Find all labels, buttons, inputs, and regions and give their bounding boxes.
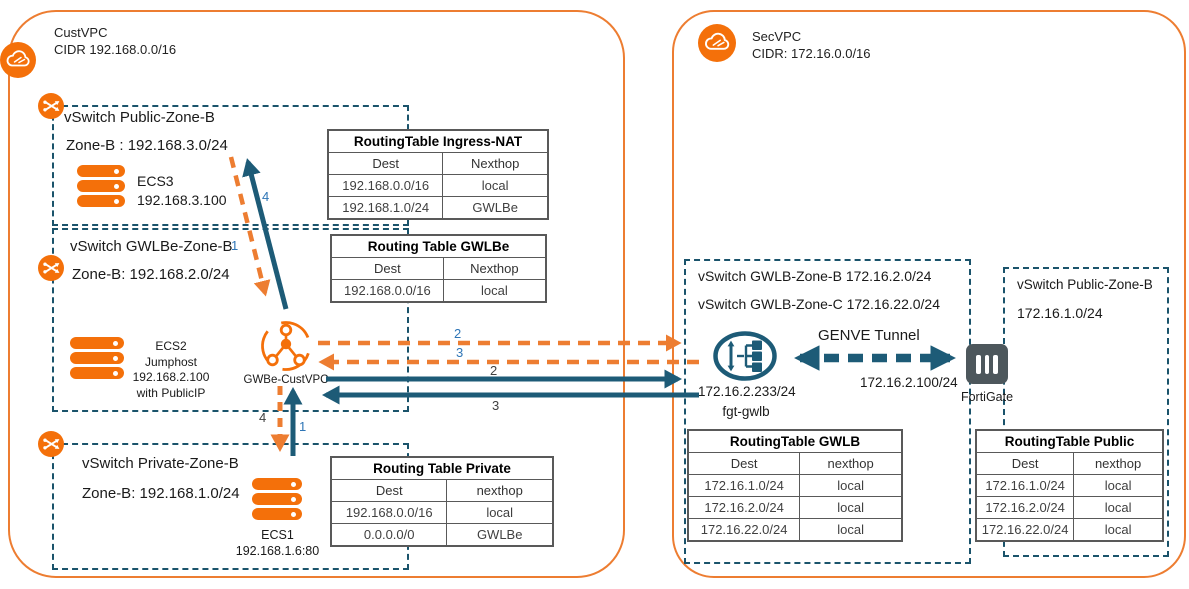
ecs2-labels: ECS2 Jumphost 192.168.2.100 with PublicI…	[126, 339, 216, 401]
table-title: RoutingTable Ingress-NAT	[329, 131, 547, 153]
table-col-header: Dest	[332, 258, 444, 279]
fortigate-label: FortiGate	[960, 390, 1014, 404]
vswitch-icon	[38, 255, 64, 281]
table-row: 172.16.22.0/24 local	[689, 519, 901, 540]
gwlb-endpoint-icon	[259, 320, 313, 379]
gwlb-endpoint-label: GWBe-CustVPC	[243, 374, 329, 386]
gwlb-zone-c-title: vSwitch GWLB-Zone-C 172.16.22.0/24	[698, 296, 941, 312]
vswitch-icon	[38, 431, 64, 457]
table-title: Routing Table Private	[332, 458, 552, 480]
ecs2-name: ECS2	[155, 339, 187, 353]
sec-public-zone-subnet: 172.16.1.0/24	[1017, 305, 1103, 321]
table-row: 192.168.0.0/16 local	[329, 175, 547, 197]
secvpc-title: SecVPC	[752, 29, 802, 44]
ecs1-ip: 192.168.1.6:80	[235, 544, 320, 558]
table-col-header: Dest	[332, 480, 448, 501]
flow-step-label: 3	[456, 345, 464, 360]
ecs3-name: ECS3	[137, 173, 174, 189]
table-col-header: Nexthop	[470, 156, 520, 171]
ecs2-ip: 192.168.2.100	[132, 370, 210, 384]
flow-step-label: 1	[299, 419, 307, 434]
routingtable-public: RoutingTable Public Dest nexthop 172.16.…	[975, 429, 1164, 542]
ecs3-ip: 192.168.3.100	[137, 192, 227, 208]
table-col-header: Dest	[689, 453, 801, 474]
genve-tunnel-label: GENVE Tunnel	[818, 327, 920, 344]
table-title: Routing Table GWLBe	[332, 236, 545, 258]
table-col-header: nexthop	[1094, 456, 1142, 471]
flow-step-label: 4	[262, 189, 270, 204]
table-row: 172.16.2.0/24 local	[977, 497, 1162, 519]
table-col-header: nexthop	[827, 456, 874, 471]
private-zone-title: vSwitch Private-Zone-B	[82, 455, 239, 472]
vswitch-gwlb-zone-box	[684, 259, 971, 564]
gwlb-zone-b-title: vSwitch GWLB-Zone-B 172.16.2.0/24	[698, 268, 932, 284]
secvpc-cloud-icon	[698, 24, 736, 67]
routingtable-private: Routing Table Private Dest nexthop 192.1…	[330, 456, 554, 547]
vswitch-public-zone-b-sec-box	[1003, 267, 1169, 557]
public-zone-subnet: Zone-B : 192.168.3.0/24	[66, 137, 228, 154]
routingtable-gwlbe: Routing Table GWLBe Dest Nexthop 192.168…	[330, 234, 547, 303]
private-zone-subnet: Zone-B: 192.168.1.0/24	[82, 485, 240, 502]
table-col-header: Dest	[329, 153, 444, 174]
secvpc-labels: SecVPC CIDR: 172.16.0.0/16	[752, 28, 871, 62]
ecs1-labels: ECS1 192.168.1.6:80	[230, 527, 325, 559]
custvpc-boundary	[8, 10, 625, 578]
table-row: 172.16.1.0/24 local	[977, 475, 1162, 497]
table-row: 172.16.1.0/24 local	[689, 475, 901, 497]
flow-step-label: 1	[231, 238, 239, 253]
ecs2-icon	[70, 337, 124, 379]
ecs1-icon	[252, 478, 302, 520]
ecs2-note: with PublicIP	[136, 385, 206, 400]
table-row: 172.16.2.0/24 local	[689, 497, 901, 519]
table-title: RoutingTable GWLB	[689, 431, 901, 453]
gwlb-name-label: fgt-gwlb	[722, 404, 770, 419]
fortigate-icon	[966, 344, 1008, 384]
gwlbe-zone-title: vSwitch GWLBe-Zone-B	[70, 238, 233, 255]
fortigate-ip-label: 172.16.2.100/24	[860, 375, 958, 390]
custvpc-title: CustVPC	[54, 25, 108, 40]
flow-step-label: 2	[490, 363, 498, 378]
flow-step-label: 3	[492, 398, 500, 413]
custvpc-cloud-icon	[0, 42, 36, 83]
table-row: 192.168.1.0/24 GWLBe	[329, 197, 547, 218]
table-col-header: Nexthop	[470, 261, 519, 276]
table-row: 192.168.0.0/16 local	[332, 502, 552, 524]
flow-step-label: 2	[454, 326, 462, 341]
public-zone-title: vSwitch Public-Zone-B	[64, 109, 215, 126]
sec-public-zone-title: vSwitch Public-Zone-B	[1017, 277, 1153, 292]
secvpc-boundary	[672, 10, 1186, 578]
gwlbe-zone-subnet: Zone-B: 192.168.2.0/24	[72, 266, 230, 283]
routingtable-ingress-nat: RoutingTable Ingress-NAT Dest Nexthop 19…	[327, 129, 549, 220]
flow-step-label: 4	[259, 410, 267, 425]
table-col-header: Dest	[977, 453, 1075, 474]
vswitch-icon	[38, 93, 64, 119]
routingtable-gwlb: RoutingTable GWLB Dest nexthop 172.16.1.…	[687, 429, 903, 542]
gwlb-ip-label: 172.16.2.233/24	[698, 384, 796, 399]
table-row: 172.16.22.0/24 local	[977, 519, 1162, 540]
table-row: 192.168.0.0/16 local	[332, 280, 545, 301]
ecs3-labels: ECS3 192.168.3.100	[137, 172, 227, 210]
gwlb-icon	[712, 330, 778, 387]
table-title: RoutingTable Public	[977, 431, 1162, 453]
ecs3-icon	[77, 165, 125, 207]
ecs1-name: ECS1	[261, 528, 294, 542]
ecs2-role: Jumphost	[144, 354, 198, 369]
secvpc-cidr: CIDR: 172.16.0.0/16	[752, 46, 871, 61]
custvpc-labels: CustVPC CIDR 192.168.0.0/16	[54, 24, 176, 58]
custvpc-cidr: CIDR 192.168.0.0/16	[54, 42, 177, 57]
table-row: 0.0.0.0/0 GWLBe	[332, 524, 552, 545]
table-col-header: nexthop	[476, 483, 523, 498]
